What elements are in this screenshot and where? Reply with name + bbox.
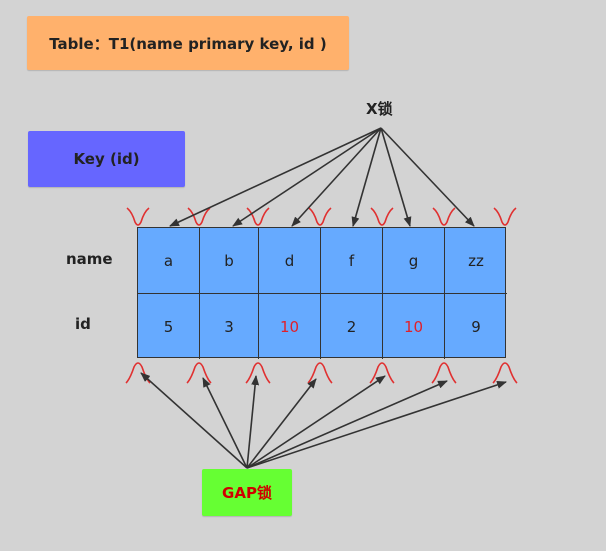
name-cell: f <box>321 228 383 294</box>
gap-lock-label: GAP锁 <box>222 484 272 502</box>
name-cell: g <box>383 228 445 294</box>
index-grid: a b d f g zz 5 3 10 2 10 9 <box>137 227 507 359</box>
id-cell: 10 <box>383 294 445 359</box>
gap-mark <box>126 207 150 226</box>
gap-lock-arrow <box>246 381 507 469</box>
name-cell: b <box>200 228 259 294</box>
gap-mark <box>187 207 211 226</box>
gap-mark <box>307 362 333 384</box>
x-lock-arrow <box>380 127 475 227</box>
table-title-box: Table：T1(name primary key, id ) <box>27 16 349 70</box>
row-label-id: id <box>75 315 91 333</box>
name-cell: zz <box>445 228 507 294</box>
id-cell: 2 <box>321 294 383 359</box>
bottom-gap-marks <box>125 362 518 384</box>
id-cell: 10 <box>259 294 321 359</box>
id-cell: 5 <box>138 294 200 359</box>
gap-lock-arrow <box>246 380 448 469</box>
gap-lock-arrow <box>246 378 317 469</box>
x-lock-label: X锁 <box>366 100 393 118</box>
x-lock-arrow <box>169 127 382 227</box>
x-lock-arrow <box>351 127 382 227</box>
gap-mark <box>492 362 518 384</box>
id-cell: 3 <box>200 294 259 359</box>
gap-mark <box>245 362 271 384</box>
row-label-name: name <box>66 250 113 268</box>
gap-mark <box>369 362 395 384</box>
gap-mark <box>432 207 456 226</box>
x-lock-arrow <box>291 127 382 227</box>
gap-lock-box: GAP锁 <box>202 469 292 516</box>
name-cell: a <box>138 228 200 294</box>
gap-lock-arrow <box>246 375 386 469</box>
x-lock-arrow <box>232 127 382 227</box>
key-box: Key (id) <box>28 131 185 187</box>
gap-lock-arrow <box>202 377 248 469</box>
gap-mark <box>186 362 212 384</box>
top-gap-marks <box>126 207 517 226</box>
gap-mark <box>308 207 332 226</box>
x-lock-arrows <box>169 127 475 227</box>
gap-mark <box>370 207 394 226</box>
gap-lock-arrow <box>140 372 248 469</box>
key-label: Key (id) <box>73 150 140 168</box>
x-lock-arrow <box>380 127 412 227</box>
gap-mark <box>493 207 517 226</box>
gap-lock-arrow <box>246 375 260 469</box>
gap-mark <box>431 362 457 384</box>
gap-mark <box>125 362 151 384</box>
table-title: Table：T1(name primary key, id ) <box>49 34 327 53</box>
name-cell: d <box>259 228 321 294</box>
id-cell: 9 <box>471 317 481 336</box>
gap-lock-arrows <box>140 372 507 469</box>
gap-mark <box>246 207 270 226</box>
